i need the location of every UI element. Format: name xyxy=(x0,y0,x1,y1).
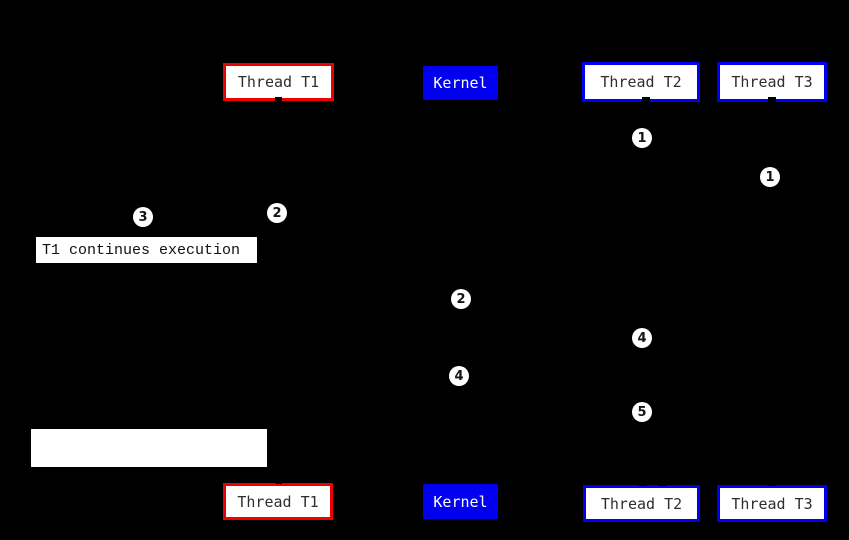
t1-continues-label: T1 continues execution xyxy=(36,237,257,263)
arrow-notch xyxy=(642,97,650,103)
box-thread-t2-top: Thread T2 xyxy=(582,62,700,102)
box-thread-t3-bottom: Thread T3 xyxy=(717,485,827,522)
arrow-notch xyxy=(768,479,776,486)
step-circle-2: 2 xyxy=(451,289,471,309)
box-kernel-top: Kernel xyxy=(423,66,498,100)
step-circle-4: 4 xyxy=(449,366,469,386)
arrow-notch xyxy=(274,97,282,103)
box-label: Thread T1 xyxy=(237,492,319,511)
box-label: Thread T1 xyxy=(237,73,320,91)
box-label: Thread T2 xyxy=(600,73,682,91)
box-thread-t3-top: Thread T3 xyxy=(717,62,827,102)
arrow-notch xyxy=(768,97,776,103)
box-kernel-bottom: Kernel xyxy=(423,484,498,519)
box-thread-t1-top: Thread T1 xyxy=(223,63,334,101)
step-circle-1: 1 xyxy=(760,167,780,187)
box-thread-t2-bottom: Thread T2 xyxy=(583,485,700,522)
arrow-notch xyxy=(276,477,282,484)
arrow-notch xyxy=(658,479,666,486)
step-circle-2: 2 xyxy=(267,203,287,223)
step-circle-5: 5 xyxy=(632,402,652,422)
box-label: Kernel xyxy=(433,74,488,92)
step-circle-4: 4 xyxy=(632,328,652,348)
step-circle-3: 3 xyxy=(133,207,153,227)
blank-label-box xyxy=(31,429,267,467)
box-label: Thread T2 xyxy=(600,494,683,513)
box-label: Thread T3 xyxy=(731,73,813,91)
box-label: Thread T3 xyxy=(731,494,813,513)
box-thread-t1-bottom: Thread T1 xyxy=(223,483,333,520)
arrow-notch xyxy=(639,479,647,486)
box-label: Kernel xyxy=(433,492,488,511)
step-circle-1: 1 xyxy=(632,128,652,148)
